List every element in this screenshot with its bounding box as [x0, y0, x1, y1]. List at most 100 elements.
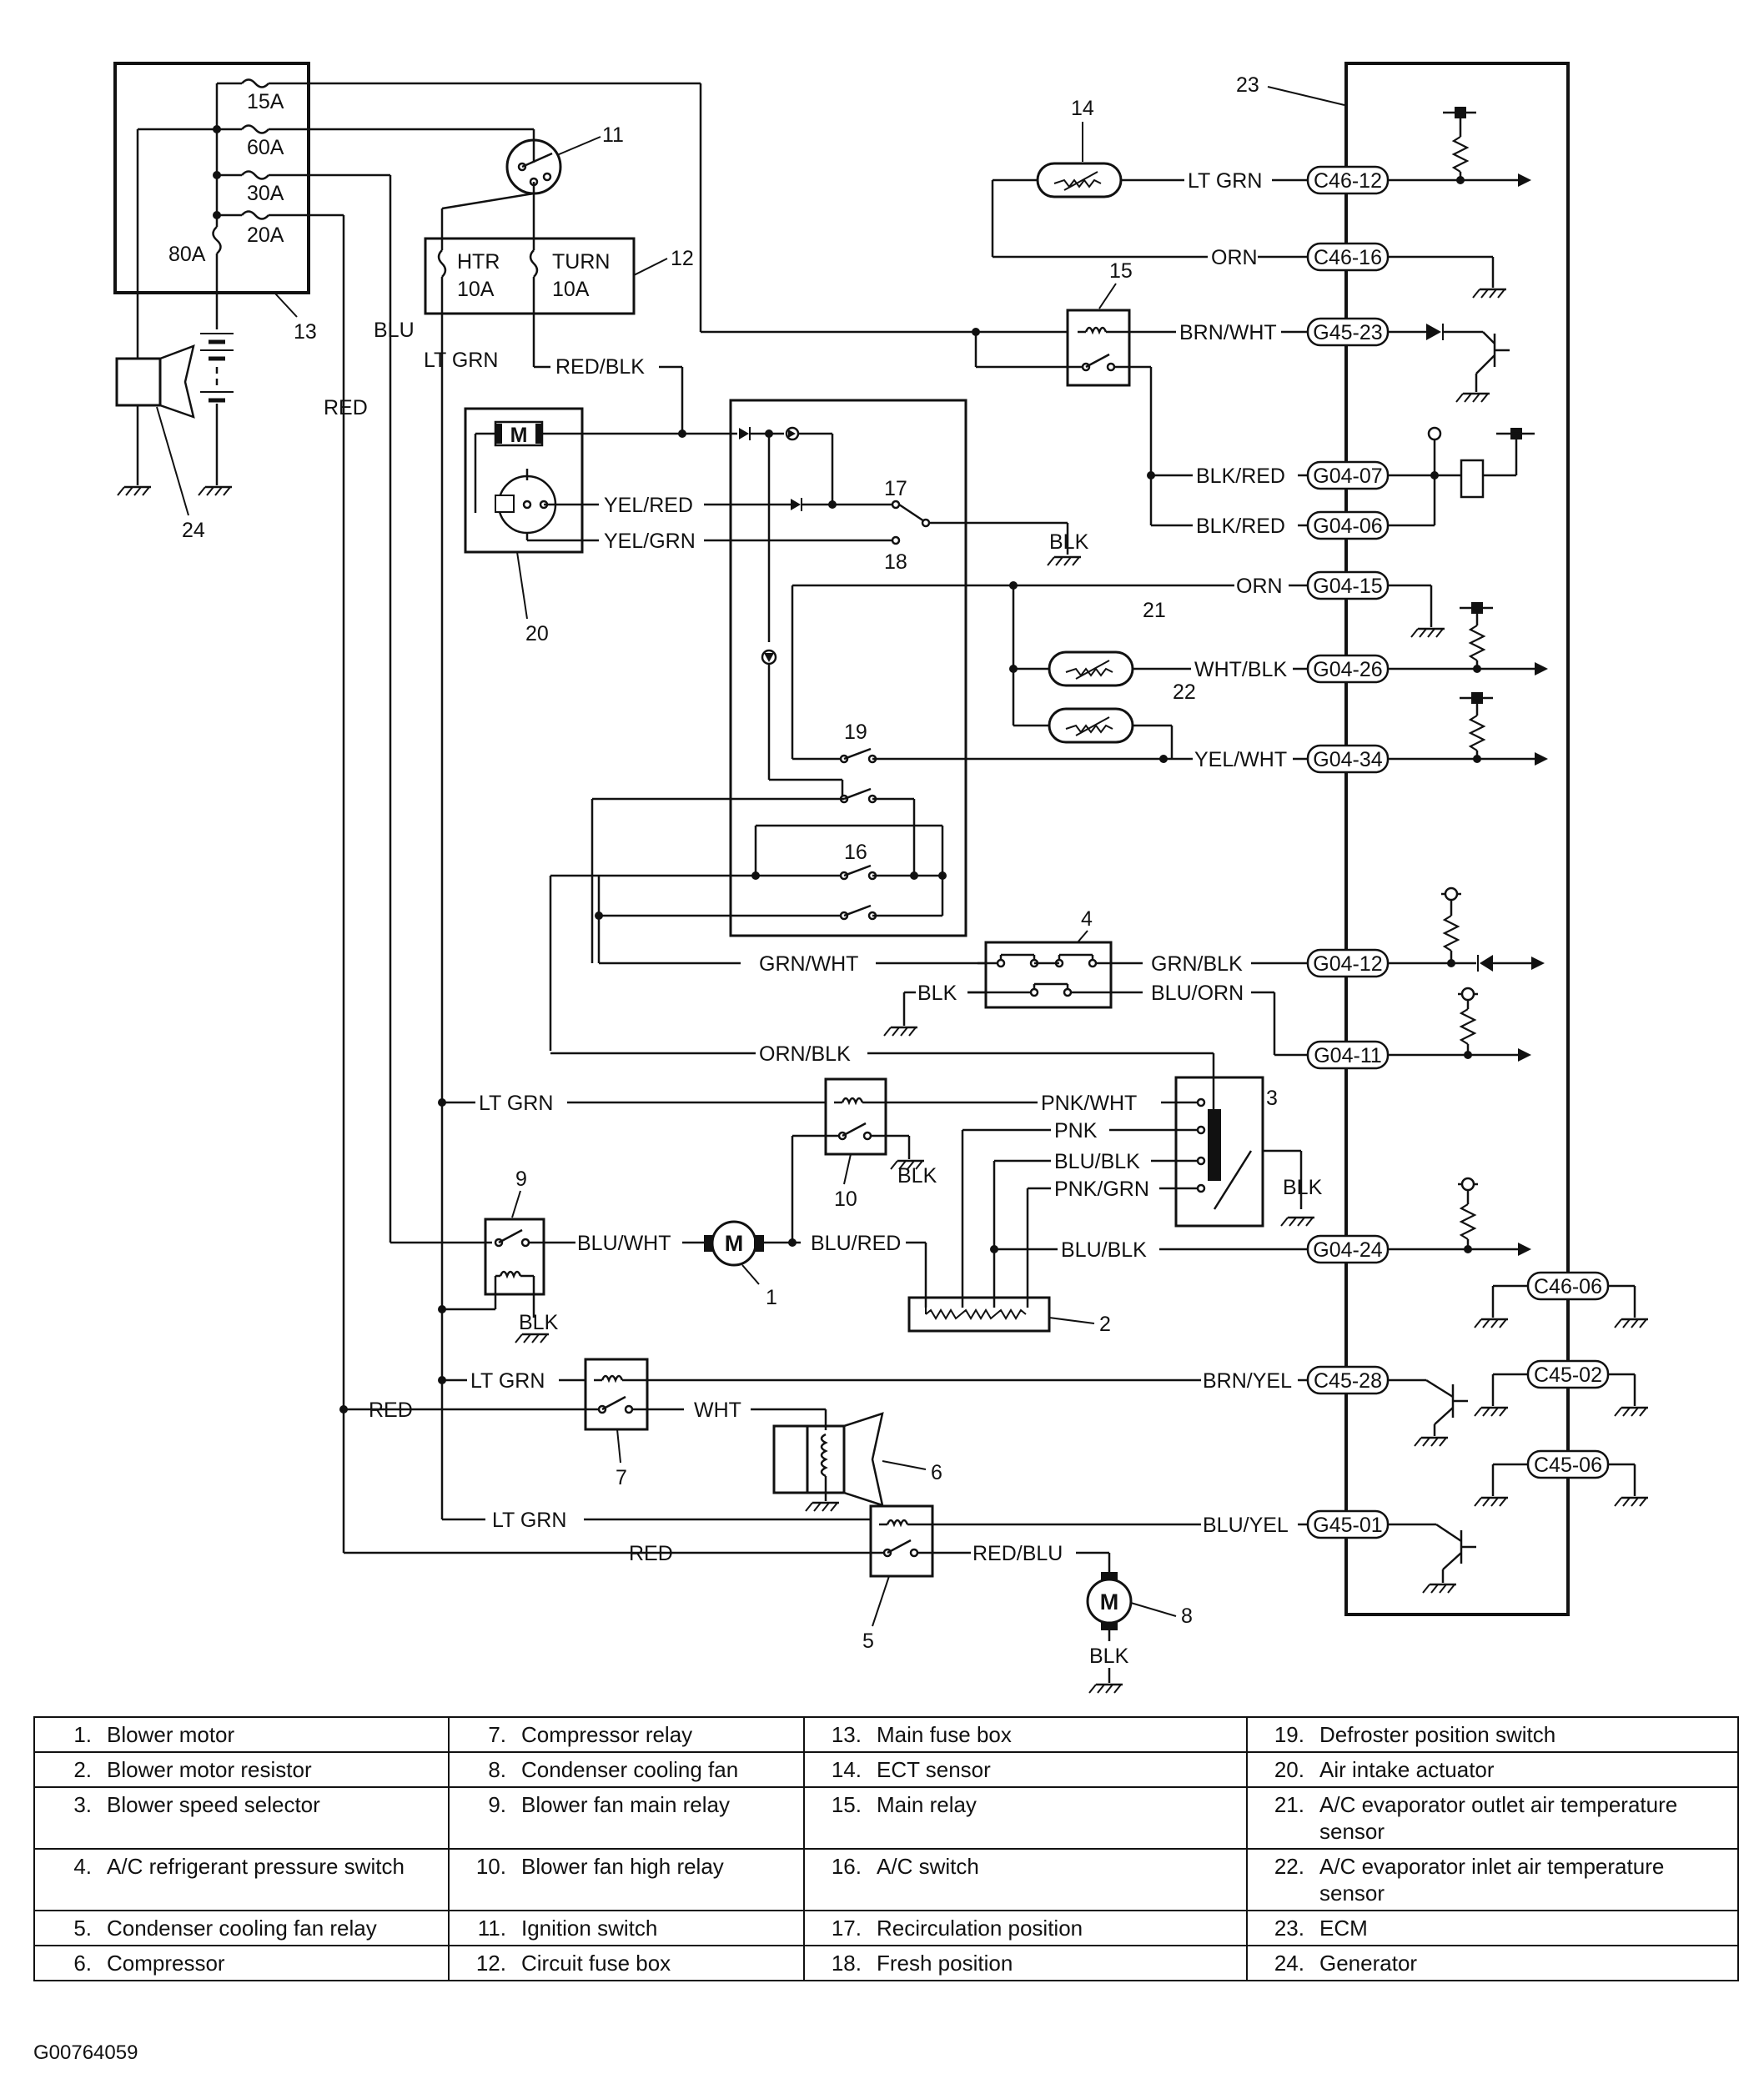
connector-g04-26: G04-26: [1306, 654, 1390, 684]
legend-cell: 17.Recirculation position: [803, 1910, 1248, 1946]
connector-g04-34: G04-34: [1306, 744, 1390, 774]
blu-blk-label-3: BLU/BLK: [1054, 1150, 1140, 1173]
recirculation-switch: 17 18 BLK: [884, 477, 1089, 574]
svg-text:G04-15: G04-15: [1313, 575, 1382, 598]
legend-text: Main fuse box: [877, 1722, 1012, 1747]
svg-text:C46-06: C46-06: [1534, 1275, 1602, 1298]
grn-wht-label: GRN/WHT: [759, 952, 858, 976]
fuse-15a: 15A: [241, 78, 284, 113]
svg-text:G04-11: G04-11: [1314, 1044, 1382, 1067]
legend-cell: 7.Compressor relay: [448, 1716, 805, 1753]
legend-cell: 21.A/C evaporator outlet air temperature…: [1246, 1786, 1739, 1850]
generator: [115, 344, 195, 497]
legend-text: Compressor: [107, 1951, 225, 1976]
blower-speed-selector: [1174, 1076, 1303, 1228]
main-relay: [976, 309, 1151, 387]
legend-text: Blower speed selector: [107, 1792, 320, 1817]
fuse-htr: HTR 10A: [437, 249, 500, 301]
ac-control-panel: [729, 399, 967, 937]
callout-4: 4: [1081, 907, 1093, 931]
red-blu-label: RED/BLU: [972, 1542, 1063, 1565]
connector-c45-28: C45-28: [1306, 1365, 1390, 1395]
ac-switch: [549, 797, 947, 1051]
blower-motor-resistor: [907, 1296, 1051, 1333]
svg-text:C46-16: C46-16: [1314, 246, 1382, 269]
blk-red-label-1: BLK/RED: [1196, 465, 1285, 488]
ecm-internal: [1388, 107, 1650, 1594]
orn-label-c4616: ORN: [1211, 246, 1258, 269]
pnk-label: PNK: [1054, 1119, 1098, 1142]
connector-c45-06: C45-06: [1526, 1449, 1610, 1479]
legend-number: 9.: [488, 1792, 506, 1817]
brn-yel-label: BRN/YEL: [1203, 1369, 1292, 1393]
legend-text: Condenser cooling fan: [521, 1757, 739, 1782]
svg-text:TURN: TURN: [552, 250, 610, 274]
fuse-30a: 30A: [241, 170, 284, 205]
fuse-turn: TURN 10A: [529, 249, 610, 301]
legend-number: 3.: [73, 1792, 92, 1817]
ignition-switch: [440, 138, 562, 250]
connector-g04-06: G04-06: [1306, 510, 1390, 540]
callout-3: 3: [1266, 1087, 1278, 1110]
blu-red-label: BLU/RED: [811, 1232, 901, 1255]
svg-text:G45-23: G45-23: [1313, 321, 1382, 344]
legend-text: Blower motor: [107, 1722, 235, 1747]
callout-11: 11: [602, 123, 624, 147]
legend-cell: 2.Blower motor resistor: [33, 1751, 450, 1788]
ect-sensor: [991, 162, 1208, 259]
condenser-cooling-fan: M BLK: [1086, 1572, 1133, 1695]
svg-text:M: M: [510, 424, 528, 447]
svg-text:C46-12: C46-12: [1314, 169, 1382, 193]
callout-20: 20: [525, 622, 549, 645]
legend-cell: 6.Compressor: [33, 1945, 450, 1981]
callout-22: 22: [1173, 680, 1196, 704]
legend-number: 12.: [475, 1951, 506, 1976]
callout-8: 8: [1181, 1604, 1193, 1628]
connector-g04-11: G04-11: [1306, 1040, 1390, 1070]
callout-15: 15: [1109, 259, 1133, 283]
blu-orn-label: BLU/ORN: [1151, 982, 1244, 1005]
evap-inlet-air-temp-sensor: [1048, 707, 1173, 759]
callout-13: 13: [294, 320, 317, 344]
connector-g45-01: G45-01: [1306, 1509, 1390, 1539]
svg-text:G04-24: G04-24: [1313, 1238, 1382, 1262]
callout-17: 17: [884, 477, 907, 500]
legend-text: Ignition switch: [521, 1916, 658, 1941]
legend-text: ECT sensor: [877, 1757, 991, 1782]
callout-23: 23: [1236, 73, 1259, 97]
connector-c45-02: C45-02: [1526, 1359, 1610, 1389]
lt-grn-label-5: LT GRN: [492, 1509, 566, 1532]
lt-grn-label: LT GRN: [424, 349, 498, 372]
connector-g04-15: G04-15: [1306, 570, 1390, 600]
svg-text:HTR: HTR: [457, 250, 500, 274]
legend-number: 2.: [73, 1757, 92, 1782]
legend-text: ECM: [1319, 1916, 1368, 1941]
legend-cell: 16.A/C switch: [803, 1848, 1248, 1911]
legend-number: 15.: [831, 1792, 862, 1817]
legend-text: A/C refrigerant pressure switch: [107, 1854, 405, 1879]
legend-cell: 4.A/C refrigerant pressure switch: [33, 1848, 450, 1911]
blk-label-3: BLK: [1283, 1176, 1323, 1199]
legend-number: 22.: [1274, 1854, 1304, 1879]
blk-label-10: BLK: [897, 1164, 937, 1188]
legend-number: 8.: [488, 1757, 506, 1782]
legend-text: Blower fan main relay: [521, 1792, 730, 1817]
svg-text:G45-01: G45-01: [1313, 1514, 1382, 1537]
legend-cell: 5.Condenser cooling fan relay: [33, 1910, 450, 1946]
svg-text:M: M: [1100, 1589, 1119, 1614]
callout-21: 21: [1143, 599, 1166, 622]
yel-red-label: YEL/RED: [604, 494, 693, 517]
legend-number: 7.: [488, 1722, 506, 1747]
callout-10: 10: [834, 1188, 857, 1211]
blower-fan-high-relay: [792, 1077, 926, 1171]
legend-cell: 3. Blower speed selector: [33, 1786, 450, 1850]
red-label-5: RED: [629, 1542, 673, 1565]
callout-24: 24: [182, 519, 205, 542]
svg-text:G04-26: G04-26: [1313, 658, 1382, 681]
legend-text: Generator: [1319, 1951, 1418, 1976]
connector-c46-12: C46-12: [1306, 165, 1390, 195]
svg-text:G04-34: G04-34: [1313, 748, 1382, 771]
legend-number: 20.: [1274, 1757, 1304, 1782]
blower-fan-main-relay: [484, 1218, 550, 1344]
